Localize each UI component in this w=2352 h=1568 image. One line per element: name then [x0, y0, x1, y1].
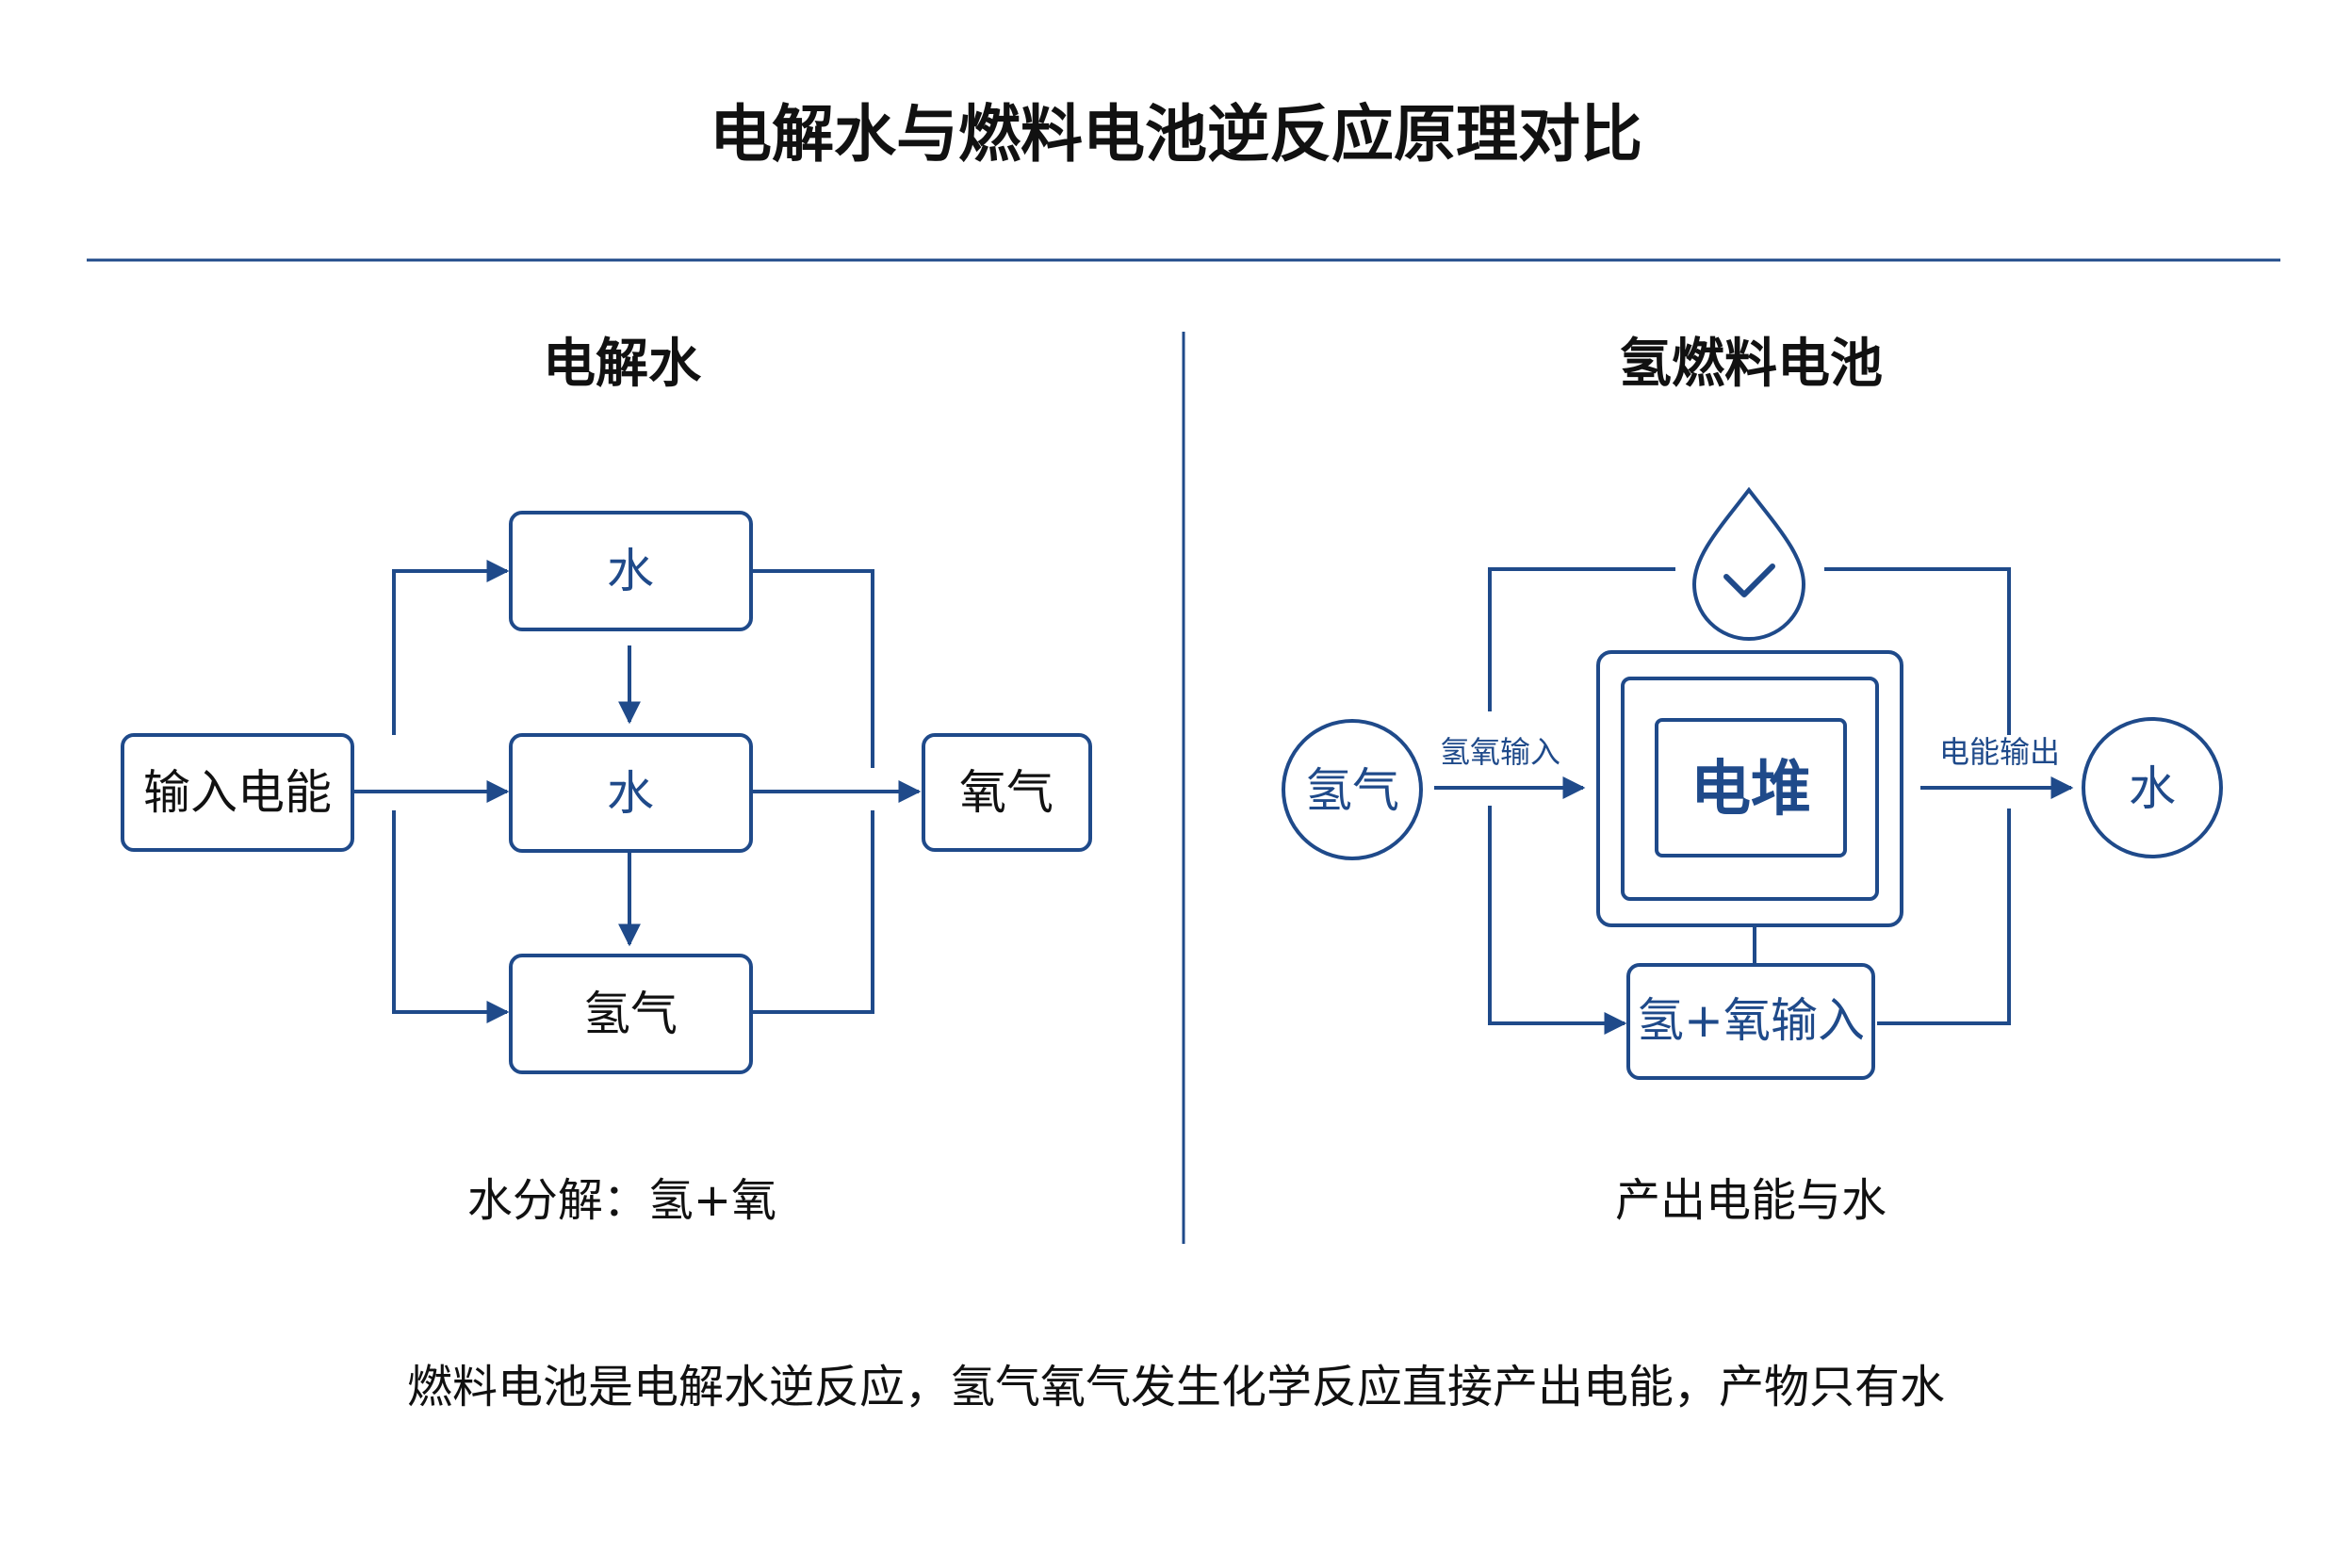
oxygen-box-label: 氧气: [959, 765, 1054, 820]
fuel-cell-caption: 产出电能与水: [1615, 1174, 1886, 1227]
mixed-input-label: 氢+氧输入: [1637, 993, 1865, 1048]
check-mark-icon: [1723, 564, 1775, 597]
stack-inner-box: [1655, 718, 1847, 858]
oxygen-box: [922, 733, 1092, 852]
loop-top-right: [1824, 567, 2011, 735]
water-box-mid: [509, 733, 753, 853]
connector-top-to-output: [751, 569, 874, 768]
electrolysis-panel: 电解水 输入电能 水 水 氢气 氧气 水分解：氢+氧: [121, 334, 1092, 1227]
water-drop-check-icon: [1691, 486, 1806, 641]
hydrogen-circle: [1282, 719, 1423, 860]
power-output-edge-label: 电能输出: [1939, 734, 2060, 770]
water-box-mid-label: 水: [607, 766, 654, 821]
loop-top-left: [1488, 567, 1675, 711]
page-title: 电解水与燃料电池逆反应原理对比: [710, 98, 1642, 171]
connector-bottom-to-output: [751, 810, 874, 1014]
electrolysis-caption: 水分解：氢+氧: [467, 1174, 776, 1227]
electrolysis-heading: 电解水: [543, 334, 702, 395]
loop-right-down: [1877, 808, 2011, 1025]
water-box-top: [509, 511, 753, 631]
footer-note: 燃料电池是电解水逆反应，氢气氧气发生化学反应直接产出电能，产物只有水: [407, 1361, 1945, 1413]
input-power-box: [121, 733, 354, 852]
hydrogen-box-label: 氢气: [583, 987, 678, 1041]
fuel-cell-heading: 氢燃料电池: [1619, 334, 1883, 395]
hydrogen-input-edge-label: 氢氧输入: [1440, 734, 1560, 770]
hydrogen-box: [509, 954, 753, 1074]
connector-input-to-top: [392, 560, 510, 735]
water-box-top-label: 水: [607, 544, 654, 598]
hydrogen-circle-label: 氢气: [1305, 763, 1399, 818]
input-power-label: 输入电能: [143, 765, 332, 820]
connector-input-to-bottom: [392, 810, 510, 1023]
water-circle-label: 水: [2129, 761, 2176, 816]
loop-left-down: [1488, 806, 1627, 1035]
mixed-input-box: [1626, 963, 1875, 1080]
fuel-cell-panel: 氢燃料电池 氢氧输入 电能输出 氢气 水 电堆 氢+氧输入 产出电能与水: [1282, 334, 2223, 1227]
water-circle: [2082, 717, 2223, 858]
stack-label: 电堆: [1690, 755, 1811, 825]
